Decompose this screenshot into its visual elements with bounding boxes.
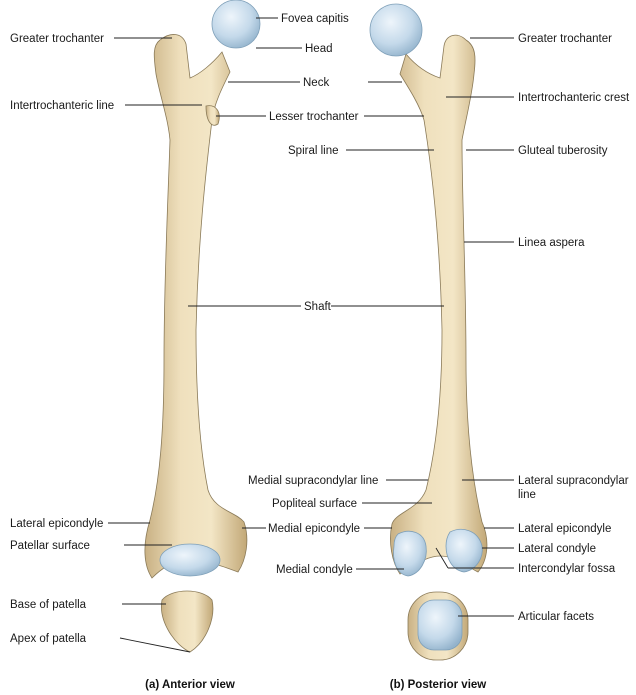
anterior-lesser-trochanter (205, 105, 220, 126)
label-popliteal-surface: Popliteal surface (272, 498, 357, 510)
leader-lines (108, 17, 514, 653)
posterior-femoral-head (369, 3, 423, 57)
label-lateral-supracondylar-line-cont: line (518, 489, 536, 501)
label-lesser-trochanter: Lesser trochanter (269, 111, 359, 123)
label-lateral-supracondylar-line: Lateral supracondylar (518, 475, 629, 487)
posterior-articular-facets (417, 599, 463, 651)
label-anterior-lateral-epicondyle: Lateral epicondyle (10, 518, 103, 530)
anterior-patella (161, 590, 214, 653)
anterior-patellar-surface (159, 543, 221, 577)
label-linea-aspera: Linea aspera (518, 237, 585, 249)
anterior-femur (144, 0, 261, 653)
label-medial-epicondyle: Medial epicondyle (268, 523, 360, 535)
posterior-lateral-condyle-cartilage (445, 529, 483, 573)
label-posterior-greater-trochanter: Greater trochanter (518, 33, 612, 45)
label-fovea-capitis: Fovea capitis (281, 13, 349, 25)
label-base-of-patella: Base of patella (10, 599, 87, 611)
label-lateral-condyle: Lateral condyle (518, 543, 596, 555)
posterior-femur-bone (390, 34, 488, 575)
label-intercondylar-fossa: Intercondylar fossa (518, 563, 616, 575)
label-posterior-lateral-epicondyle: Lateral epicondyle (518, 523, 611, 535)
label-articular-facets: Articular facets (518, 611, 594, 623)
label-shaft: Shaft (304, 301, 332, 313)
label-gluteal-tuberosity: Gluteal tuberosity (518, 145, 608, 157)
posterior-medial-condyle-cartilage (393, 530, 427, 577)
label-neck: Neck (303, 77, 329, 89)
caption-anterior-view: (a) Anterior view (145, 679, 235, 691)
label-medial-supracondylar-line: Medial supracondylar line (248, 475, 378, 487)
anterior-femoral-head (211, 0, 261, 49)
label-patellar-surface: Patellar surface (10, 540, 90, 552)
posterior-femur (369, 3, 488, 661)
label-anterior-greater-trochanter: Greater trochanter (10, 33, 104, 45)
label-head: Head (305, 43, 333, 55)
label-intertrochanteric-crest: Intertrochanteric crest (518, 92, 630, 104)
label-intertrochanteric-line: Intertrochanteric line (10, 100, 114, 112)
label-medial-condyle: Medial condyle (276, 564, 353, 576)
label-apex-of-patella: Apex of patella (10, 633, 87, 645)
label-spiral-line: Spiral line (288, 145, 339, 157)
caption-posterior-view: (b) Posterior view (390, 679, 487, 691)
